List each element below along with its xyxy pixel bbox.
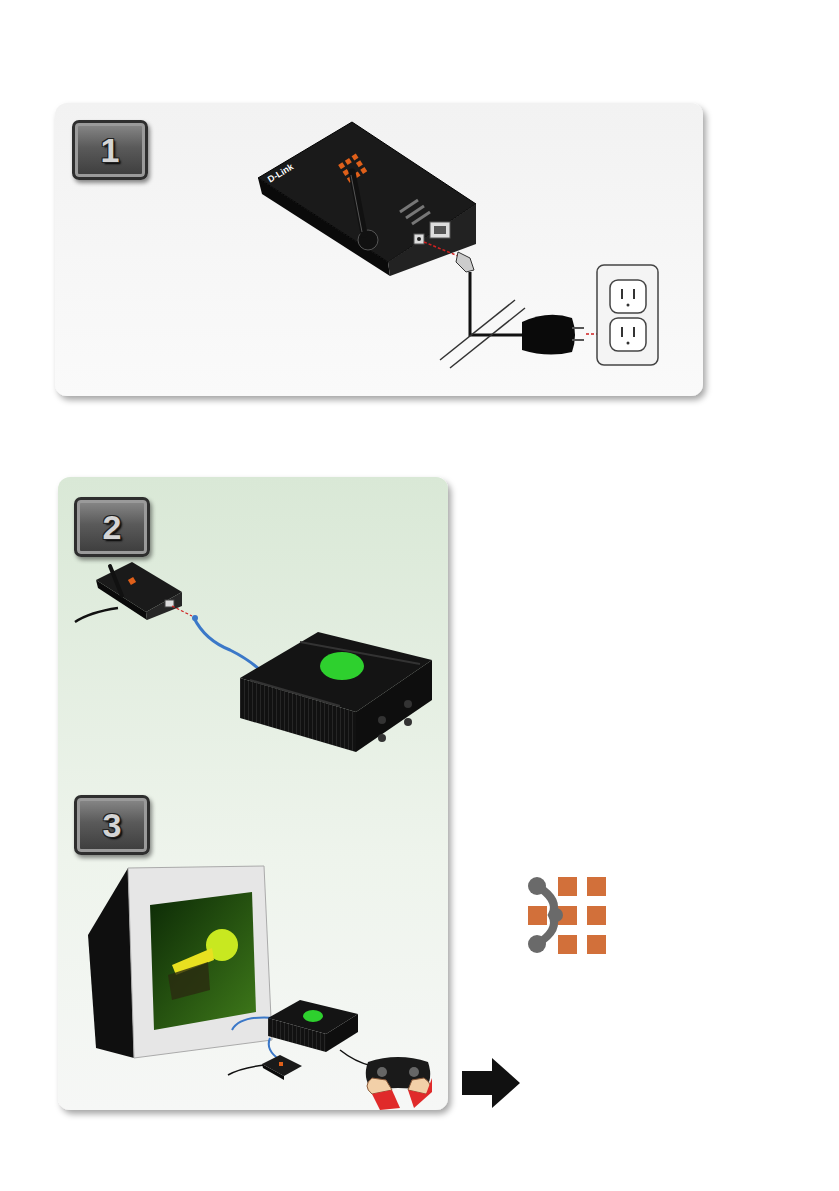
game-controller bbox=[366, 1057, 432, 1110]
step-badge: 2 bbox=[74, 497, 150, 557]
router bbox=[262, 1055, 302, 1080]
step-badge: 1 bbox=[72, 120, 148, 180]
network-icon bbox=[528, 877, 606, 954]
router bbox=[258, 122, 476, 276]
television bbox=[88, 866, 272, 1058]
step-panel bbox=[55, 103, 703, 396]
callout-number: 1 bbox=[101, 133, 120, 167]
callout-number: 3 bbox=[103, 808, 122, 842]
game-console bbox=[268, 1000, 358, 1052]
callout-number: 2 bbox=[103, 510, 122, 544]
step-panel bbox=[58, 477, 448, 1110]
game-console bbox=[240, 632, 432, 752]
wall-outlet bbox=[597, 265, 658, 365]
step-badge: 3 bbox=[74, 795, 150, 855]
next-arrow bbox=[462, 1058, 520, 1108]
brand-label: D-Link bbox=[266, 162, 295, 185]
router bbox=[75, 562, 192, 622]
network-cable bbox=[194, 618, 262, 672]
